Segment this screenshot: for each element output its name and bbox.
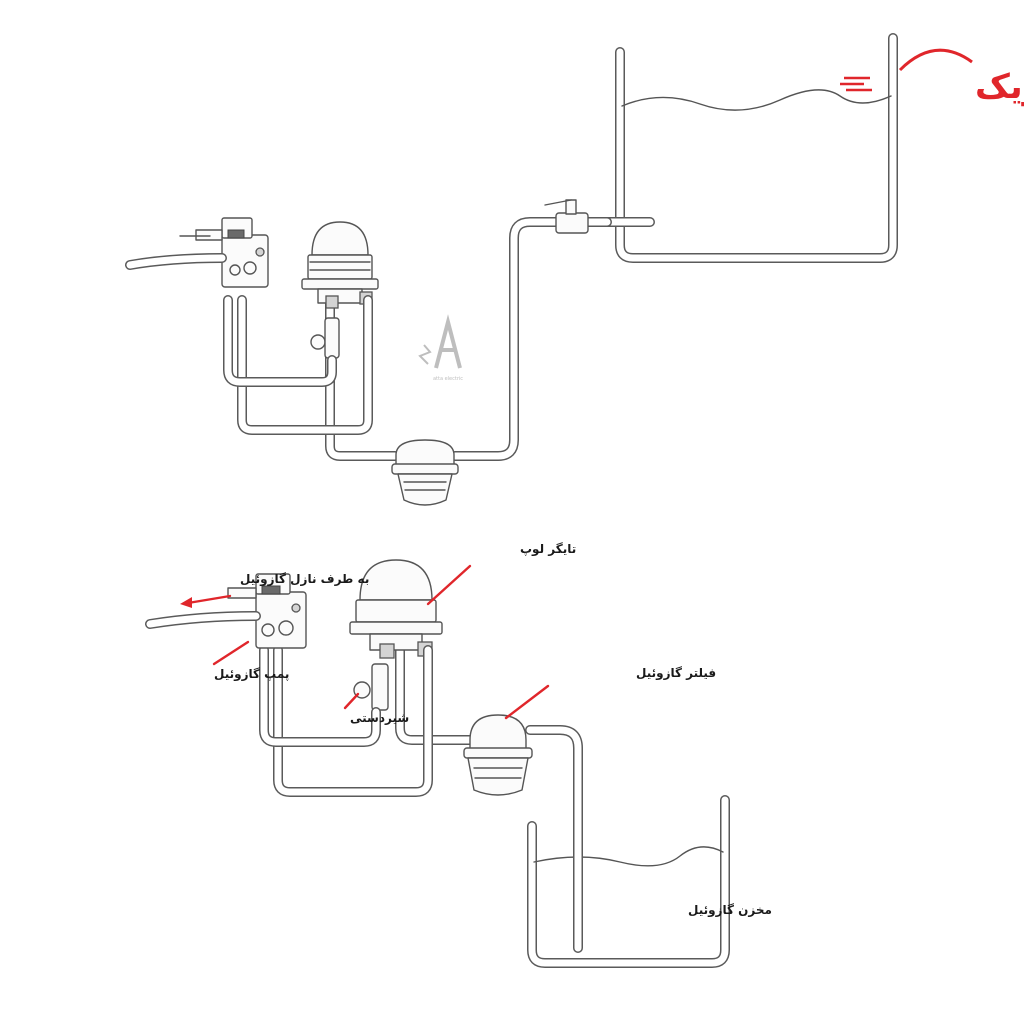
logo-text: آتاالکتریک <box>975 65 1024 107</box>
pump-bottom <box>145 573 307 649</box>
filter-bottom <box>395 645 533 796</box>
pointer-tiger-loop <box>426 564 472 606</box>
watermark-text: atta electric <box>433 376 463 382</box>
label-manual-valve: شیردستی <box>350 711 409 725</box>
label-filter: فیلتر گازوئیل <box>636 666 716 681</box>
watermark-a-icon <box>434 314 462 369</box>
diagram-bottom: تایگر لوپ به طرف نازل گازوئیل پمپ گازوئی… <box>145 542 772 968</box>
label-tiger-loop: تایگر لوپ <box>520 542 576 557</box>
label-pump: پمپ گازوئیل <box>214 667 289 682</box>
brand-logo: آتاالکتریک <box>840 48 1024 107</box>
filter-top <box>325 295 459 506</box>
diagram-top <box>125 33 898 506</box>
tank-top <box>595 33 898 263</box>
tiger-loop-top <box>301 221 379 359</box>
pump-top <box>125 217 269 288</box>
logo-swoosh-icon <box>898 48 973 72</box>
label-to-nozzle: به طرف نازل گازوئیل <box>240 572 369 587</box>
ball-valve-top <box>544 199 589 234</box>
flow-direction-arrow-icon <box>180 594 232 608</box>
pointer-manual-valve <box>343 692 360 710</box>
tank-bottom <box>527 795 730 968</box>
pointer-filter <box>504 684 550 720</box>
pointer-pump <box>212 640 250 666</box>
watermark: atta electric <box>418 314 463 382</box>
label-tank: مخزن گازوئیل <box>688 903 772 918</box>
tiger-loop-bottom <box>349 559 443 711</box>
